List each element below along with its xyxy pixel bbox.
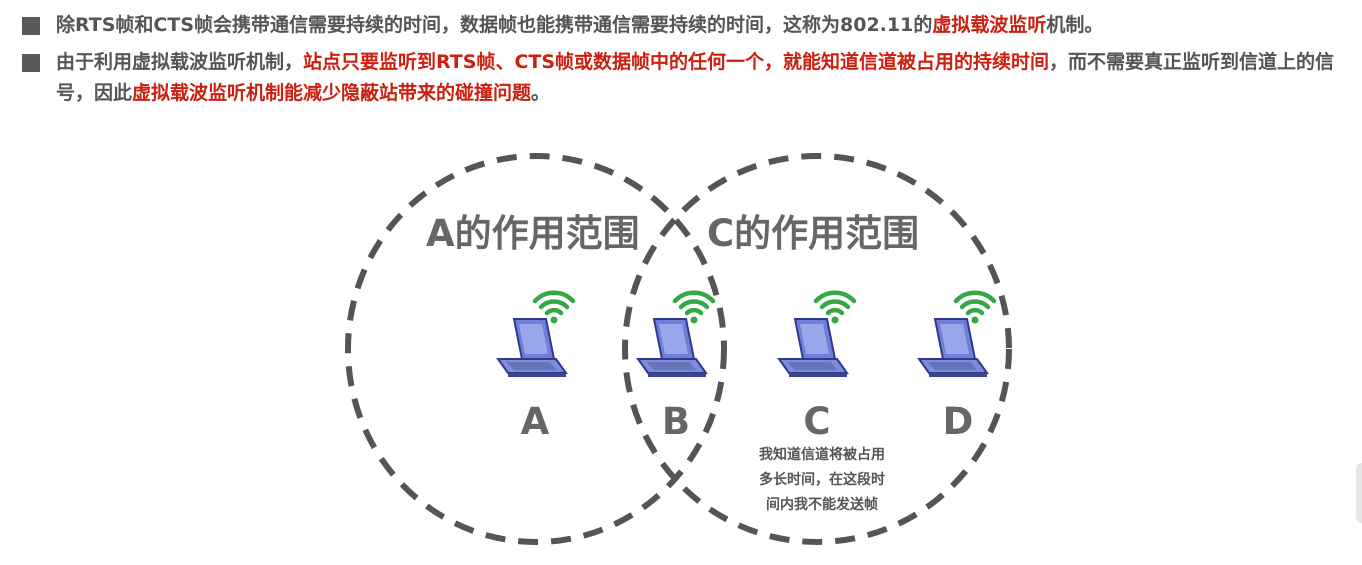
station-c-note: 我知道信道将被占用 多长时间，在这段时 间内我不能发送帧 [759,446,885,513]
note-line: 多长时间，在这段时 [759,471,885,488]
bullet-text-highlight: 站点只要监听到RTS帧、CTS帧或数据帧中的任何一个，就能知道信道被占用的持续时… [303,51,1050,73]
range-title-a: A的作用范围 [426,212,640,255]
station-label-a: A [521,400,550,443]
station-b: B [637,293,713,443]
laptop-icon [497,318,567,378]
laptop-icon [637,318,707,378]
note-line: 我知道信道将被占用 [759,446,885,463]
note-line: 间内我不能发送帧 [766,496,878,513]
station-c: C [778,293,854,443]
bullet-text-segment: ，而不需要真正监听到信道上的信号，因此 [56,51,1335,104]
bullet-square-icon [22,54,40,72]
bullet-text-segment: 除RTS帧和CTS帧会携带通信需要持续的时间，数据帧也能携带通信需要持续的时间，… [56,14,933,36]
station-label-d: D [943,400,974,443]
bullet-text-segment: 由于利用虚拟载波监听机制， [56,51,304,73]
station-a: A [497,293,573,443]
station-label-c: C [803,400,830,443]
station-label-b: B [662,400,690,443]
range-circle-c [622,153,1012,545]
side-panel-handle[interactable] [1356,463,1362,523]
station-d: D [918,293,994,443]
range-circle-a [345,153,727,545]
range-title-c: C的作用范围 [707,212,919,255]
bullet-text-highlight: 虚拟载波监听 [932,14,1047,36]
laptop-icon [778,318,848,378]
laptop-icon [918,318,988,378]
bullet-text-segment: 机制。 [1046,14,1104,36]
bullet-square-icon [22,17,40,35]
bullet-list: 除RTS帧和CTS帧会携带通信需要持续的时间，数据帧也能携带通信需要持续的时间，… [22,10,1357,115]
bullet-text-highlight: 虚拟载波监听机制能减少隐蔽站带来的碰撞问题 [132,82,532,104]
bullet-item: 由于利用虚拟载波监听机制，站点只要监听到RTS帧、CTS帧或数据帧中的任何一个，… [22,47,1357,109]
bullet-item: 除RTS帧和CTS帧会携带通信需要持续的时间，数据帧也能携带通信需要持续的时间，… [22,10,1357,41]
bullet-text-segment: 。 [531,82,551,104]
